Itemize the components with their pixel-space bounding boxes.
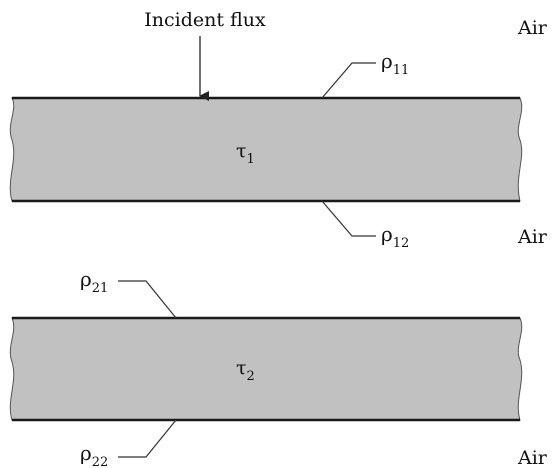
rho-11-index: 11	[393, 63, 410, 78]
rho-12-symbol: ρ	[381, 222, 393, 246]
rho-22-index: 22	[92, 455, 109, 468]
rho-21-label: ρ21	[80, 267, 108, 296]
rho-22-label: ρ22	[80, 441, 108, 468]
rho-11-symbol: ρ	[381, 49, 393, 73]
air-label-bottom: Air	[517, 447, 548, 468]
rho-12-leader	[321, 200, 376, 237]
air-label-top: Air	[517, 17, 548, 39]
rho-11-label: ρ11	[381, 49, 409, 78]
rho-21-index: 21	[92, 281, 109, 296]
incident-flux-label: Incident flux	[144, 9, 266, 31]
plate-2: τ2	[9, 316, 523, 422]
rho-21-leader	[118, 280, 177, 319]
plate-1: τ1	[9, 96, 523, 203]
rho-11-leader	[321, 62, 376, 99]
rho-22-symbol: ρ	[80, 441, 92, 465]
plate-1-symbol: τ	[236, 140, 247, 162]
plate-2-body	[9, 317, 523, 421]
plate-1-body	[9, 97, 523, 202]
air-label-middle: Air	[517, 226, 548, 248]
plate-2-symbol: τ	[236, 357, 247, 379]
rho-12-index: 12	[393, 236, 410, 251]
rho-12-label: ρ12	[381, 222, 409, 251]
rho-22-leader	[118, 419, 177, 458]
plate-1-index: 1	[247, 152, 255, 167]
plate-2-index: 2	[247, 369, 255, 384]
plate-2-label: τ2	[236, 357, 255, 384]
rho-21-symbol: ρ	[80, 267, 92, 291]
plate-1-label: τ1	[236, 140, 255, 167]
